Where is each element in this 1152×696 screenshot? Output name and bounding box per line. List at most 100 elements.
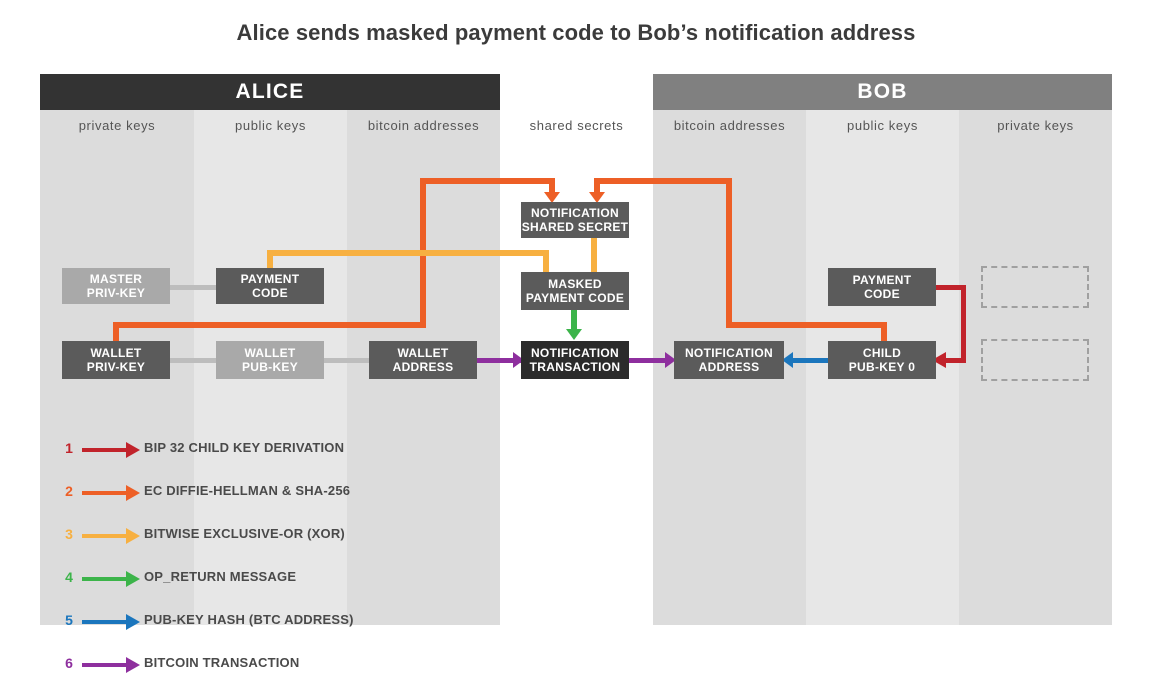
red-path-bottom-horizontal bbox=[946, 358, 966, 363]
node-line-2: SHARED SECRET bbox=[521, 220, 629, 234]
node-line-2: PRIV-KEY bbox=[86, 286, 146, 300]
node-line-2: PRIV-KEY bbox=[86, 360, 146, 374]
legend-line-6 bbox=[82, 663, 126, 667]
column-header-alice-public-keys: public keys bbox=[235, 118, 306, 133]
legend-line-5 bbox=[82, 620, 126, 624]
band-bob-private-keys bbox=[959, 110, 1112, 625]
legend-number-6: 6 bbox=[65, 655, 73, 671]
red-path-vertical bbox=[961, 285, 966, 360]
node-line-1: MASKED bbox=[548, 277, 602, 291]
amber-path-horizontal bbox=[267, 250, 549, 256]
green-path-masked-to-transaction bbox=[571, 309, 577, 333]
legend-line-2 bbox=[82, 491, 126, 495]
purple-path-transaction-to-notification-address bbox=[628, 358, 672, 363]
amber-path-vertical-from-payment-code bbox=[267, 250, 273, 272]
orange-path-bob-vertical-upper bbox=[726, 178, 732, 328]
node-line-1: NOTIFICATION bbox=[684, 346, 774, 360]
node-bob-priv-key-placeholder-1 bbox=[981, 266, 1089, 308]
legend-line-4 bbox=[82, 577, 126, 581]
orange-path-alice-drop bbox=[549, 178, 555, 195]
orange-path-bob-drop bbox=[594, 178, 600, 195]
connector-wallet-priv-to-pub bbox=[168, 358, 222, 363]
legend-line-3 bbox=[82, 534, 126, 538]
orange-path-alice-vertical-lower bbox=[113, 322, 119, 346]
legend-arrowhead-1 bbox=[126, 442, 140, 458]
connector-wallet-pub-to-address bbox=[321, 358, 375, 363]
node-line-1: WALLET bbox=[90, 346, 142, 360]
column-header-bob-bitcoin-addresses: bitcoin addresses bbox=[673, 118, 786, 133]
legend-label-6: BITCOIN TRANSACTION bbox=[144, 655, 300, 670]
red-path-top-horizontal bbox=[932, 285, 966, 290]
node-line-1: WALLET bbox=[244, 346, 296, 360]
legend-number-4: 4 bbox=[65, 569, 73, 585]
node-line-1: MASTER bbox=[89, 272, 143, 286]
column-header-alice-bitcoin-addresses: bitcoin addresses bbox=[367, 118, 480, 133]
blue-arrowhead-into-notification-address bbox=[782, 352, 793, 368]
node-alice-payment-code[interactable]: PAYMENT CODE bbox=[216, 268, 324, 304]
amber-path-drop-left bbox=[543, 250, 549, 282]
legend-label-1: BIP 32 CHILD KEY DERIVATION bbox=[144, 440, 345, 455]
legend-label-2: EC DIFFIE-HELLMAN & SHA-256 bbox=[144, 483, 351, 498]
diagram-canvas: Alice sends masked payment code to Bob’s… bbox=[40, 20, 1112, 673]
node-masked-payment-code[interactable]: MASKED PAYMENT CODE bbox=[521, 272, 629, 310]
legend-arrowhead-2 bbox=[126, 485, 140, 501]
orange-arrowhead-into-shared-secret-right bbox=[589, 192, 605, 203]
legend-number-1: 1 bbox=[65, 440, 73, 456]
node-alice-master-priv-key[interactable]: MASTER PRIV-KEY bbox=[62, 268, 170, 304]
legend-number-2: 2 bbox=[65, 483, 73, 499]
purple-path-wallet-address-to-transaction bbox=[474, 358, 522, 363]
node-line-1: NOTIFICATION bbox=[530, 206, 620, 220]
node-alice-wallet-address[interactable]: WALLET ADDRESS bbox=[369, 341, 477, 379]
node-line-2: PUB-KEY 0 bbox=[848, 360, 916, 374]
header-bob: BOB bbox=[653, 74, 1112, 110]
orange-path-alice-horizontal-upper bbox=[420, 178, 555, 184]
legend-arrowhead-6 bbox=[126, 657, 140, 673]
node-line-2: CODE bbox=[864, 287, 900, 301]
node-line-1: WALLET bbox=[397, 346, 449, 360]
page-title: Alice sends masked payment code to Bob’s… bbox=[236, 20, 916, 45]
legend-arrowhead-3 bbox=[126, 528, 140, 544]
column-header-bob-public-keys: public keys bbox=[847, 118, 918, 133]
column-header-bob-private-keys: private keys bbox=[997, 118, 1074, 133]
legend-label-3: BITWISE EXCLUSIVE-OR (XOR) bbox=[144, 526, 345, 541]
legend-arrowhead-5 bbox=[126, 614, 140, 630]
node-bob-priv-key-placeholder-2 bbox=[981, 339, 1089, 381]
column-header-alice-private-keys: private keys bbox=[78, 118, 156, 133]
node-alice-wallet-priv-key[interactable]: WALLET PRIV-KEY bbox=[62, 341, 170, 379]
purple-arrowhead-into-notification-transaction bbox=[513, 352, 524, 368]
node-line-2: CODE bbox=[252, 286, 288, 300]
amber-path-shared-secret-down bbox=[591, 236, 597, 282]
node-line-2: TRANSACTION bbox=[529, 360, 621, 374]
legend-label-5: PUB-KEY HASH (BTC ADDRESS) bbox=[144, 612, 354, 627]
green-arrowhead-into-notification-transaction bbox=[566, 329, 582, 340]
node-bob-child-pub-key-0[interactable]: CHILD PUB-KEY 0 bbox=[828, 341, 936, 379]
node-line-2: PUB-KEY bbox=[241, 360, 299, 374]
column-header-shared-secrets: shared secrets bbox=[529, 118, 624, 133]
node-notification-shared-secret[interactable]: NOTIFICATION SHARED SECRET bbox=[521, 202, 629, 238]
node-line-2: ADDRESS bbox=[698, 360, 760, 374]
orange-arrowhead-into-shared-secret-left bbox=[544, 192, 560, 203]
node-line-1: PAYMENT bbox=[852, 273, 912, 287]
node-bob-payment-code[interactable]: PAYMENT CODE bbox=[828, 268, 936, 306]
node-line-1: PAYMENT bbox=[240, 272, 300, 286]
legend-number-3: 3 bbox=[65, 526, 73, 542]
legend-number-5: 5 bbox=[65, 612, 73, 628]
node-line-2: PAYMENT CODE bbox=[525, 291, 625, 305]
node-line-1: NOTIFICATION bbox=[530, 346, 620, 360]
orange-path-bob-horizontal-upper bbox=[594, 178, 732, 184]
node-line-1: CHILD bbox=[862, 346, 902, 360]
node-line-2: ADDRESS bbox=[392, 360, 454, 374]
header-alice: ALICE bbox=[40, 74, 500, 110]
legend-line-1 bbox=[82, 448, 126, 452]
node-bob-notification-address[interactable]: NOTIFICATION ADDRESS bbox=[674, 341, 784, 379]
orange-path-bob-horizontal-lower bbox=[726, 322, 887, 328]
orange-path-bob-vertical-lower bbox=[881, 322, 887, 346]
blue-path-child-pubkey-to-notification-address bbox=[791, 358, 832, 363]
connector-master-to-payment-code bbox=[170, 285, 220, 290]
node-notification-transaction[interactable]: NOTIFICATION TRANSACTION bbox=[521, 341, 629, 379]
orange-path-alice-horizontal-lower bbox=[113, 322, 426, 328]
node-alice-wallet-pub-key[interactable]: WALLET PUB-KEY bbox=[216, 341, 324, 379]
legend-label-4: OP_RETURN MESSAGE bbox=[144, 569, 297, 584]
legend-arrowhead-4 bbox=[126, 571, 140, 587]
purple-arrowhead-into-notification-address bbox=[665, 352, 676, 368]
